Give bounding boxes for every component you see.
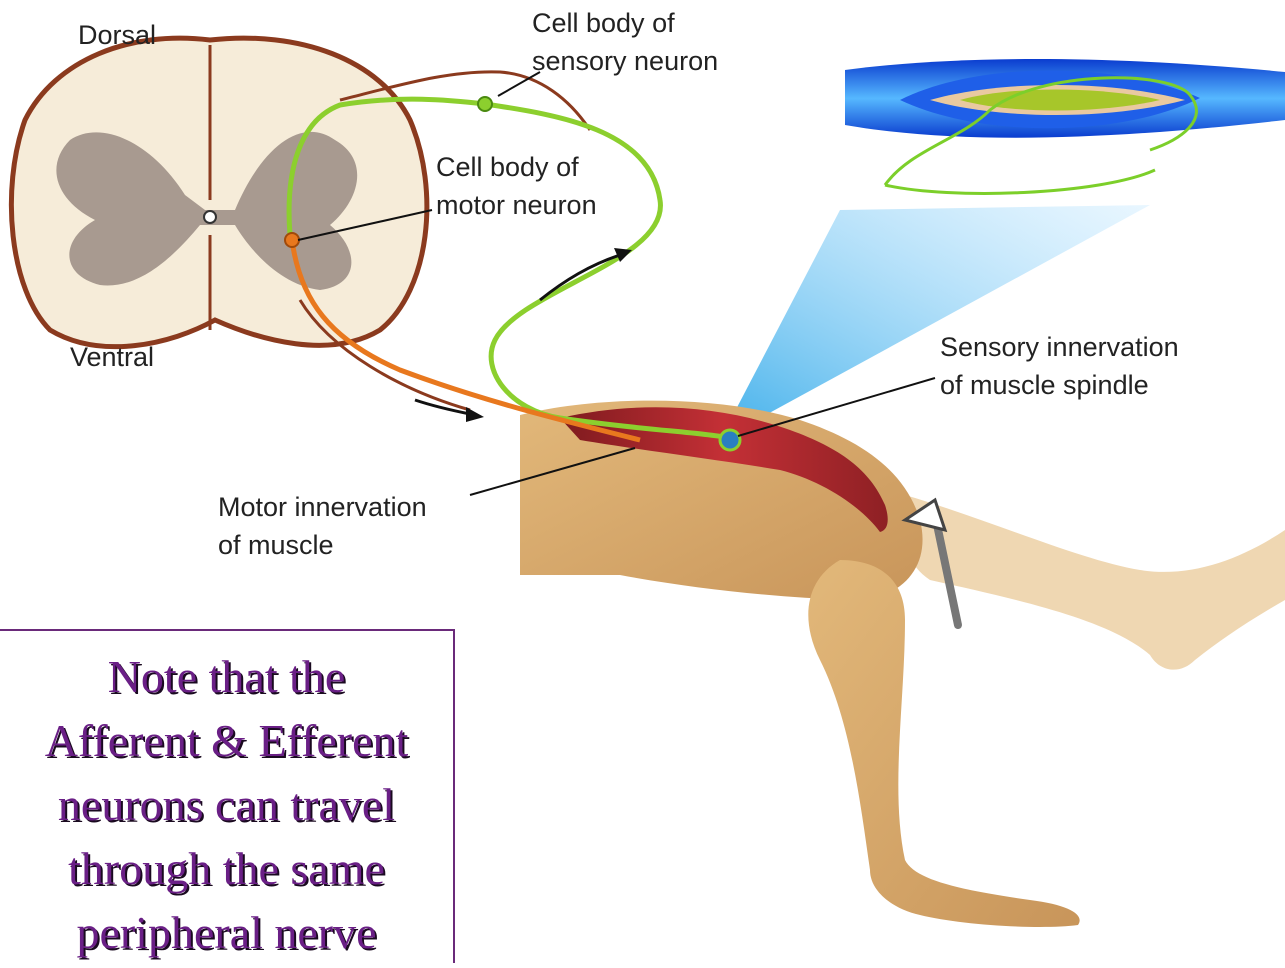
motor-innervation-label-line2: of muscle (218, 526, 334, 564)
sensory-cell-body-label-line2: sensory neuron (532, 42, 718, 80)
note-line: Afferent & Efferent (0, 709, 453, 773)
motor-innervation-label-line1: Motor innervation (218, 488, 427, 526)
dorsal-label: Dorsal (78, 16, 156, 54)
note-line: peripheral nerve (0, 901, 453, 965)
ventral-label: Ventral (70, 338, 154, 376)
sensory-cell-body-label-line1: Cell body of (532, 4, 675, 42)
sensory-innervation-label-line1: Sensory innervation (940, 328, 1179, 366)
note-line: Note that the (0, 645, 453, 709)
note-box: Note that the Afferent & Efferent neuron… (0, 629, 455, 963)
muscle-spindle-inset (845, 59, 1285, 193)
note-line: through the same (0, 837, 453, 901)
magnification-cone (720, 205, 1150, 440)
sensory-cell-body (478, 97, 492, 111)
note-line: neurons can travel (0, 773, 453, 837)
sensory-innervation-label-line2: of muscle spindle (940, 366, 1149, 404)
motor-cell-body-label-line1: Cell body of (436, 148, 579, 186)
motor-cell-body (285, 233, 299, 247)
motor-cell-body-label-line2: motor neuron (436, 186, 597, 224)
lower-leg (808, 560, 1079, 927)
spinal-cord-section (11, 38, 427, 347)
spindle-marker (720, 430, 740, 450)
extended-leg (900, 495, 1285, 670)
note-text: Note that the Afferent & Efferent neuron… (0, 645, 453, 965)
